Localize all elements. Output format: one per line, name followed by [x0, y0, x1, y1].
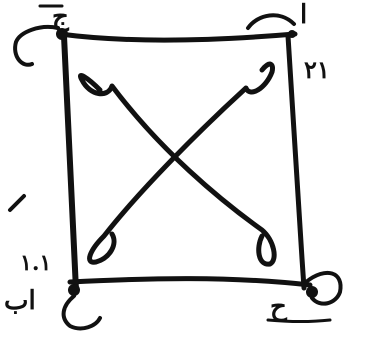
number-label-top-right: ٢١ — [304, 58, 330, 82]
top-right-corner-flourish — [248, 15, 294, 28]
square-top-edge — [60, 34, 295, 40]
vertex-bottom-left — [68, 284, 80, 296]
vertex-label-bottom-left: اب — [4, 288, 36, 314]
bottom-left-corner-flourish — [64, 296, 100, 328]
left-side-tick — [10, 196, 24, 210]
vertex-label-top-right: ا — [300, 2, 307, 28]
square-right-edge — [288, 36, 304, 288]
vertex-label-top-left: ج — [52, 4, 69, 30]
vertex-label-bottom-right: ح — [270, 294, 287, 320]
number-label-bottom-left: ١.١ — [20, 252, 51, 274]
square-bottom-edge — [70, 279, 310, 285]
vertex-top-right — [288, 30, 296, 38]
top-left-corner-flourish — [15, 27, 58, 65]
vertex-bottom-right — [306, 286, 318, 298]
diagonal-top-left-to-bottom-right — [80, 75, 274, 264]
square-left-edge — [64, 36, 76, 290]
